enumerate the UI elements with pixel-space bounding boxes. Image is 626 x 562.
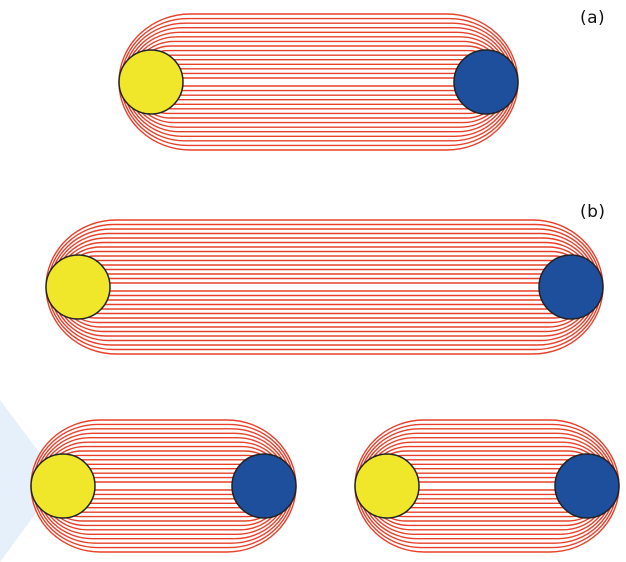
left-particle [46,255,110,319]
right-particle [555,454,619,518]
field-line [67,265,583,309]
right-particle [454,50,518,114]
left-particle [31,454,95,518]
tubes-layer [31,14,619,552]
field-line [75,283,574,291]
flux-tube-a [119,14,518,150]
field-line [133,46,503,118]
field-line [52,234,597,341]
field-line [138,55,500,109]
panel-label-b: (b) [580,202,606,222]
flux-tube-c-left [31,420,296,552]
left-particle [355,454,419,518]
field-line [148,78,489,86]
field-line [131,41,505,122]
flux-tube-c-right [355,420,619,552]
field-line [58,247,590,327]
field-line [140,60,498,105]
field-line [127,32,510,131]
field-line [73,279,577,296]
field-line [69,270,581,305]
field-line [146,73,492,90]
field-line [60,252,588,323]
field-line [54,238,595,336]
field-line [65,261,585,314]
field-line [48,225,601,350]
left-particle [119,50,183,114]
right-particle [539,255,603,319]
field-line [46,220,603,354]
flux-tube-b [46,220,603,354]
panel-label-a: (a) [580,8,605,28]
field-line [142,64,496,99]
right-particle [232,454,296,518]
